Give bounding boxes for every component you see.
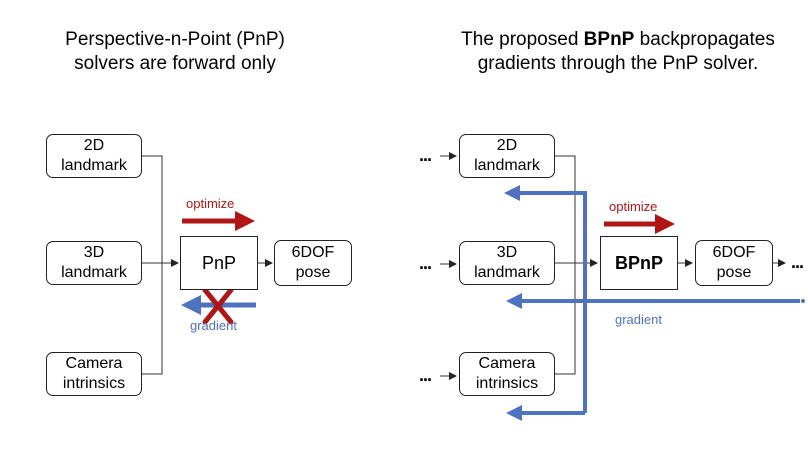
left-gradient-label: gradient xyxy=(190,318,237,333)
right-pose-box: 6DOF pose xyxy=(695,240,773,286)
left-camera-intrinsics-box: Camera intrinsics xyxy=(46,352,142,396)
right-title-post: backpropagates xyxy=(634,29,775,50)
right-input-ellipsis-1: ... xyxy=(419,145,432,165)
left-title-line2: solvers are forward only xyxy=(74,53,276,74)
left-pnp-solver-box: PnP xyxy=(180,236,258,290)
left-2d-landmark-box: 2D landmark xyxy=(46,134,142,178)
right-output-ellipsis: ... xyxy=(791,252,804,272)
right-optimize-label: optimize xyxy=(609,199,658,214)
right-bpnp-label: BPnP xyxy=(614,253,663,273)
right-title-line1: The proposed BPnP backpropagates xyxy=(448,28,788,52)
right-input-ellipsis-3: ... xyxy=(419,365,432,385)
left-6dof-label: 6DOF xyxy=(291,244,335,261)
right-title: The proposed BPnP backpropagates gradien… xyxy=(448,28,788,76)
left-cross-mark xyxy=(202,287,234,325)
right-3d-label: 3D xyxy=(496,244,518,261)
left-connectors xyxy=(142,155,273,375)
right-connectors xyxy=(440,152,786,380)
left-landmark-label: landmark xyxy=(61,157,127,174)
right-bpnp-solver-box: BPnP xyxy=(600,236,678,290)
left-optimize-label: optimize xyxy=(186,196,235,211)
left-title: Perspective-n-Point (PnP) solvers are fo… xyxy=(30,28,320,76)
right-gradient-path xyxy=(504,185,800,421)
left-title-line1: Perspective-n-Point (PnP) xyxy=(65,29,285,50)
left-3d-label: 3D xyxy=(83,244,105,261)
right-2d-landmark-box: 2D landmark xyxy=(459,134,555,178)
right-input-ellipsis-2: ... xyxy=(419,253,432,273)
left-pnp-label: PnP xyxy=(201,253,237,273)
left-camera-label: Camera xyxy=(65,355,123,372)
left-3d-landmark-box: 3D landmark xyxy=(46,241,142,285)
right-gradient-dots xyxy=(793,299,805,303)
left-pose-box: 6DOF pose xyxy=(274,240,352,286)
right-landmark-label: landmark xyxy=(474,157,540,174)
right-pose-label: pose xyxy=(716,264,752,281)
right-landmark-label-2: landmark xyxy=(474,264,540,281)
left-landmark-label-2: landmark xyxy=(61,264,127,281)
right-6dof-label: 6DOF xyxy=(712,244,756,261)
right-camera-label: Camera xyxy=(478,355,536,372)
right-gradient-label: gradient xyxy=(615,312,662,327)
right-title-pre: The proposed xyxy=(461,29,584,50)
left-pose-label: pose xyxy=(295,264,331,281)
right-title-line2: gradients through the PnP solver. xyxy=(477,53,759,74)
right-title-bold: BPnP xyxy=(583,29,635,50)
left-intrinsics-label: intrinsics xyxy=(62,375,126,392)
right-camera-intrinsics-box: Camera intrinsics xyxy=(459,352,555,396)
right-intrinsics-label: intrinsics xyxy=(475,375,539,392)
left-2d-label: 2D xyxy=(83,137,105,154)
right-2d-label: 2D xyxy=(496,137,518,154)
right-3d-landmark-box: 3D landmark xyxy=(459,241,555,285)
